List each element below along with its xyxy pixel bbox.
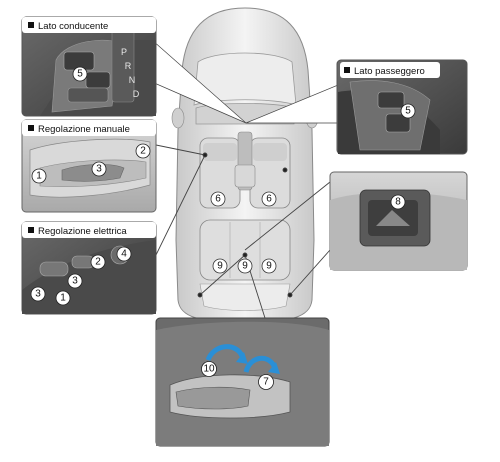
callout-9-right: 9 [261, 258, 277, 274]
driver-side-panel: P R N D Lato conducente 5 [21, 16, 157, 117]
armrest-callout-7: 7 [258, 374, 274, 390]
electric-adjustment-panel: Regolazione elettrica 1 2 3 3 4 [21, 221, 157, 315]
callout-9-center-label: 9 [242, 261, 248, 272]
title-bullet [28, 22, 34, 28]
rear-seat-switch-panel: 8 [329, 171, 468, 271]
gear-n: N [129, 75, 136, 85]
passenger-callout-5: 5 [400, 103, 416, 119]
passenger-callout-5-label: 5 [405, 106, 411, 117]
armrest-callout-10-label: 10 [203, 364, 215, 375]
electric-callout-2-label: 2 [95, 257, 101, 268]
electric-panel-title: Regolazione elettrica [38, 226, 127, 237]
gear-p: P [121, 47, 127, 57]
callout-6-left: 6 [210, 191, 226, 207]
manual-callout-3: 3 [91, 161, 107, 177]
callout-6-left-label: 6 [215, 194, 221, 205]
electric-callout-1: 1 [55, 290, 71, 306]
electric-callout-3-left: 3 [30, 286, 46, 302]
driver-panel-title: Lato conducente [38, 21, 108, 32]
callout-9-center: 9 [237, 258, 253, 274]
passenger-side-panel: Lato passeggero 5 [336, 59, 468, 155]
armrest-panel: 10 7 [155, 317, 330, 447]
callout-9-right-label: 9 [266, 261, 272, 272]
electric-callout-2: 2 [90, 254, 106, 270]
driver-callout-5-label: 5 [77, 69, 83, 80]
passenger-panel-title: Lato passeggero [354, 66, 425, 77]
callout-6-right: 6 [261, 191, 277, 207]
title-bullet [28, 227, 34, 233]
electric-callout-3-right: 3 [67, 273, 83, 289]
rear-callout-8-label: 8 [395, 197, 401, 208]
gear-r: R [125, 61, 132, 71]
title-bullet [28, 125, 34, 131]
rear-callout-8: 8 [390, 194, 406, 210]
callout-9-left-label: 9 [217, 261, 223, 272]
leader-lines [151, 39, 339, 319]
electric-callout-1-label: 1 [60, 293, 66, 304]
car-top-view [171, 7, 319, 323]
callout-9-left: 9 [212, 258, 228, 274]
driver-callout-5: 5 [72, 66, 88, 82]
manual-callout-3-label: 3 [96, 164, 102, 175]
manual-callout-1: 1 [31, 168, 47, 184]
electric-callout-3-right-label: 3 [72, 276, 78, 287]
callout-6-right-label: 6 [266, 194, 272, 205]
electric-callout-4-label: 4 [121, 249, 127, 260]
title-bullet [344, 67, 350, 73]
armrest-callout-7-label: 7 [263, 377, 269, 388]
electric-callout-4: 4 [116, 246, 132, 262]
manual-adjustment-panel: Regolazione manuale 1 2 3 [21, 119, 157, 213]
manual-callout-2-label: 2 [140, 146, 146, 157]
gear-d: D [133, 89, 140, 99]
armrest-callout-10: 10 [201, 361, 217, 377]
manual-callout-2: 2 [135, 143, 151, 159]
manual-callout-1-label: 1 [36, 171, 42, 182]
car-callouts: 6 6 9 9 9 [210, 191, 277, 274]
electric-callout-3-left-label: 3 [35, 289, 41, 300]
manual-panel-title: Regolazione manuale [38, 124, 130, 135]
